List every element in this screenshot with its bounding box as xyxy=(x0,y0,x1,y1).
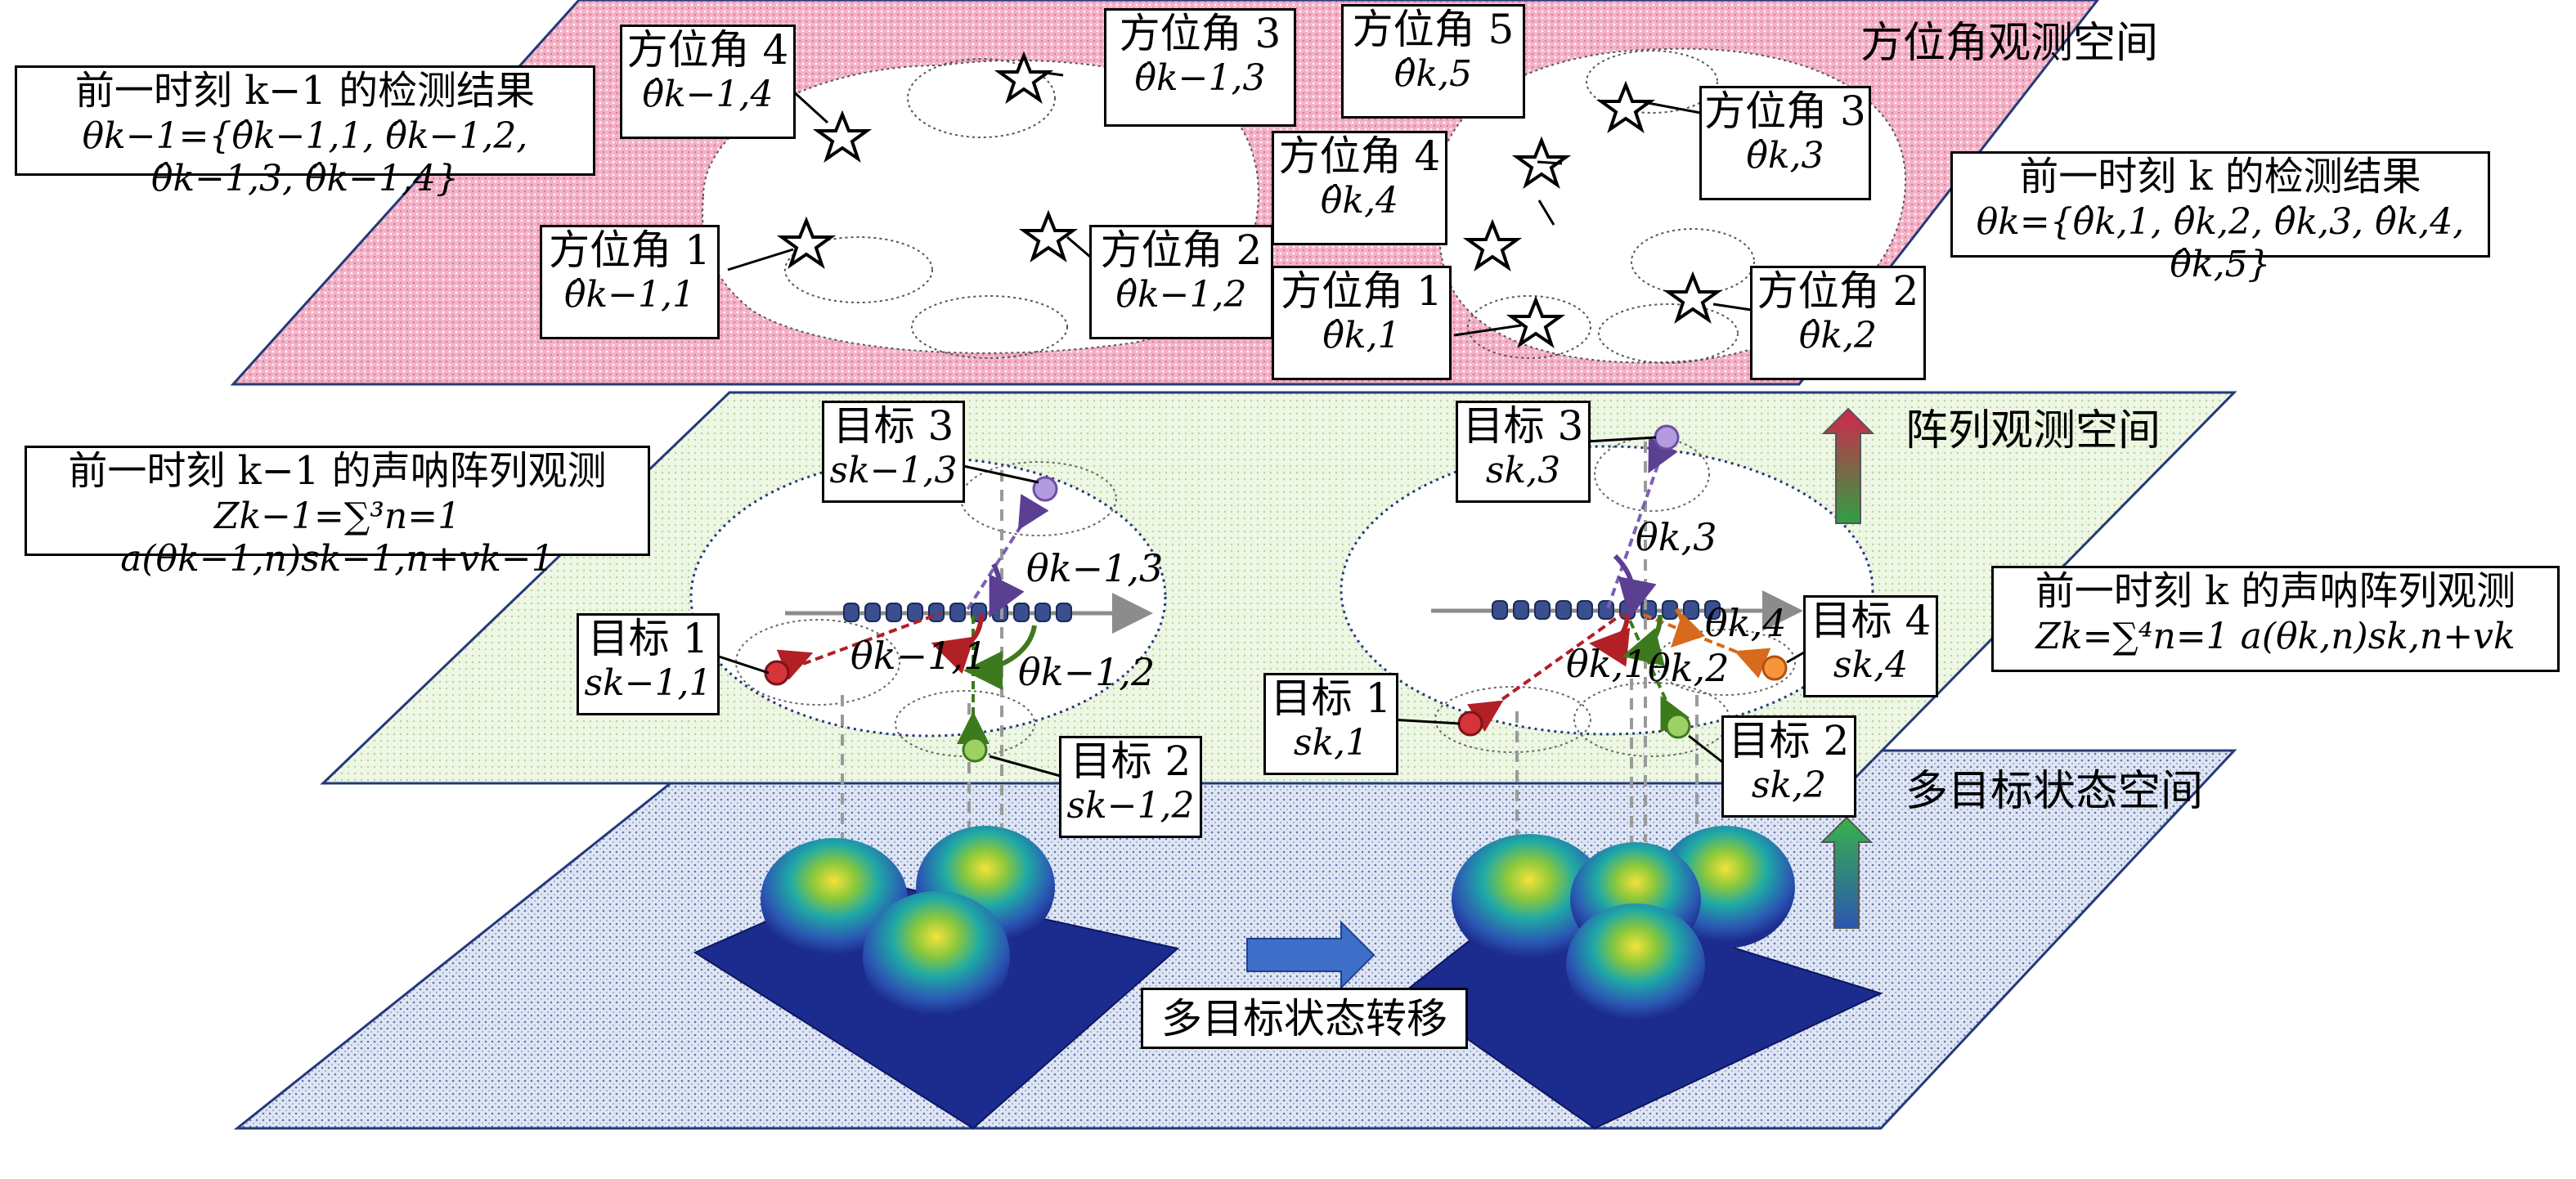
detect-prev-box: 前一时刻 k−1 的检测结果 θk−1={θ̂k−1,1, θ̂k−1,2, θ… xyxy=(15,65,595,199)
up-arrow-red-icon xyxy=(1821,407,1875,524)
angle-curr-2: θk,2 xyxy=(1648,646,1730,690)
target-1-prev xyxy=(764,660,790,686)
target-prev-2: 目标 2 sk−1,2 xyxy=(1059,736,1202,838)
star-icon xyxy=(1018,209,1079,263)
density-surface-prev xyxy=(693,826,1180,1130)
target-2-curr xyxy=(1665,713,1691,739)
target-prev-1: 目标 1 sk−1,1 xyxy=(577,613,720,715)
target-curr-3: 目标 3 sk,3 xyxy=(1456,401,1591,503)
detect-prev-math: θk−1={θ̂k−1,1, θ̂k−1,2, θ̂k−1,3, θ̂k−1,4… xyxy=(82,114,528,200)
array-space-label: 阵列观测空间 xyxy=(1905,406,2161,455)
azimuth-prev-4: 方位角 4 θ̂k−1,4 xyxy=(620,25,796,139)
angle-prev-3: θk−1,3 xyxy=(1026,546,1164,590)
azimuth-prev-1: 方位角 1 θ̂k−1,1 xyxy=(540,225,720,339)
star-icon xyxy=(1663,271,1723,325)
target-curr-1: 目标 1 sk,1 xyxy=(1263,673,1398,775)
star-icon xyxy=(1506,295,1566,349)
obs-prev-math: Zk−1=∑³n=1 a(θk−1,n)sk−1,n+vk−1 xyxy=(120,495,554,581)
density-surface-curr xyxy=(1401,826,1883,1130)
star-icon xyxy=(812,110,873,164)
target-1-curr xyxy=(1457,711,1483,737)
azimuth-prev-2: 方位角 2 θ̂k−1,2 xyxy=(1089,225,1273,339)
azimuth-space-label: 方位角观测空间 xyxy=(1860,19,2159,68)
detect-curr-math: θk={θ̂k,1, θ̂k,2, θ̂k,3, θ̂k,4, θ̂k,5} xyxy=(1976,200,2465,286)
azimuth-curr-3: 方位角 3 θ̂k,3 xyxy=(1699,86,1871,200)
azimuth-curr-2: 方位角 2 θ̂k,2 xyxy=(1750,266,1926,380)
star-icon xyxy=(1462,218,1523,272)
azimuth-curr-5: 方位角 5 θ̂k,5 xyxy=(1341,4,1525,119)
angle-prev-1: θk−1,1 xyxy=(850,634,988,678)
up-arrow-green-icon xyxy=(1820,816,1874,929)
transition-label: 多目标状态转移 xyxy=(1141,988,1468,1049)
sonar-array-curr xyxy=(1492,600,1721,620)
target-curr-2: 目标 2 sk,2 xyxy=(1721,715,1856,818)
transition-arrow-icon xyxy=(1246,920,1376,990)
target-prev-3: 目标 3 sk−1,3 xyxy=(822,401,965,503)
angle-prev-2: θk−1,2 xyxy=(1018,650,1156,694)
azimuth-prev-3: 方位角 3 θ̂k−1,3 xyxy=(1104,8,1296,127)
detect-prev-title: 前一时刻 k−1 的检测结果 xyxy=(74,68,536,114)
target-3-prev xyxy=(1032,476,1058,502)
detect-curr-title: 前一时刻 k 的检测结果 xyxy=(2019,154,2421,199)
target-curr-4: 目标 4 sk,4 xyxy=(1803,595,1938,697)
detect-curr-box: 前一时刻 k 的检测结果 θk={θ̂k,1, θ̂k,2, θ̂k,3, θ̂… xyxy=(1950,151,2490,285)
target-3-curr xyxy=(1654,424,1680,451)
target-4-curr xyxy=(1761,655,1788,681)
sonar-array-prev xyxy=(843,603,1072,622)
target-2-prev xyxy=(962,737,988,763)
array-region-curr xyxy=(1340,445,1874,736)
angle-curr-3: θk,3 xyxy=(1636,515,1717,559)
obs-curr-title: 前一时刻 k 的声呐阵列观测 xyxy=(2035,568,2516,614)
azimuth-curr-1: 方位角 1 θ̂k,1 xyxy=(1272,266,1452,380)
obs-curr-math: Zk=∑⁴n=1 a(θk,n)sk,n+vk xyxy=(2035,615,2515,657)
obs-prev-box: 前一时刻 k−1 的声呐阵列观测 Zk−1=∑³n=1 a(θk−1,n)sk−… xyxy=(25,446,650,580)
angle-curr-1: θk,1 xyxy=(1566,642,1648,686)
state-space-label: 多目标状态空间 xyxy=(1905,767,2204,816)
azimuth-curr-4: 方位角 4 θ̂k,4 xyxy=(1272,131,1447,245)
obs-prev-title: 前一时刻 k−1 的声呐阵列观测 xyxy=(68,448,607,494)
angle-curr-4: θk,4 xyxy=(1705,601,1787,645)
star-icon xyxy=(776,216,837,270)
obs-curr-box: 前一时刻 k 的声呐阵列观测 Zk=∑⁴n=1 a(θk,n)sk,n+vk xyxy=(1991,566,2560,672)
